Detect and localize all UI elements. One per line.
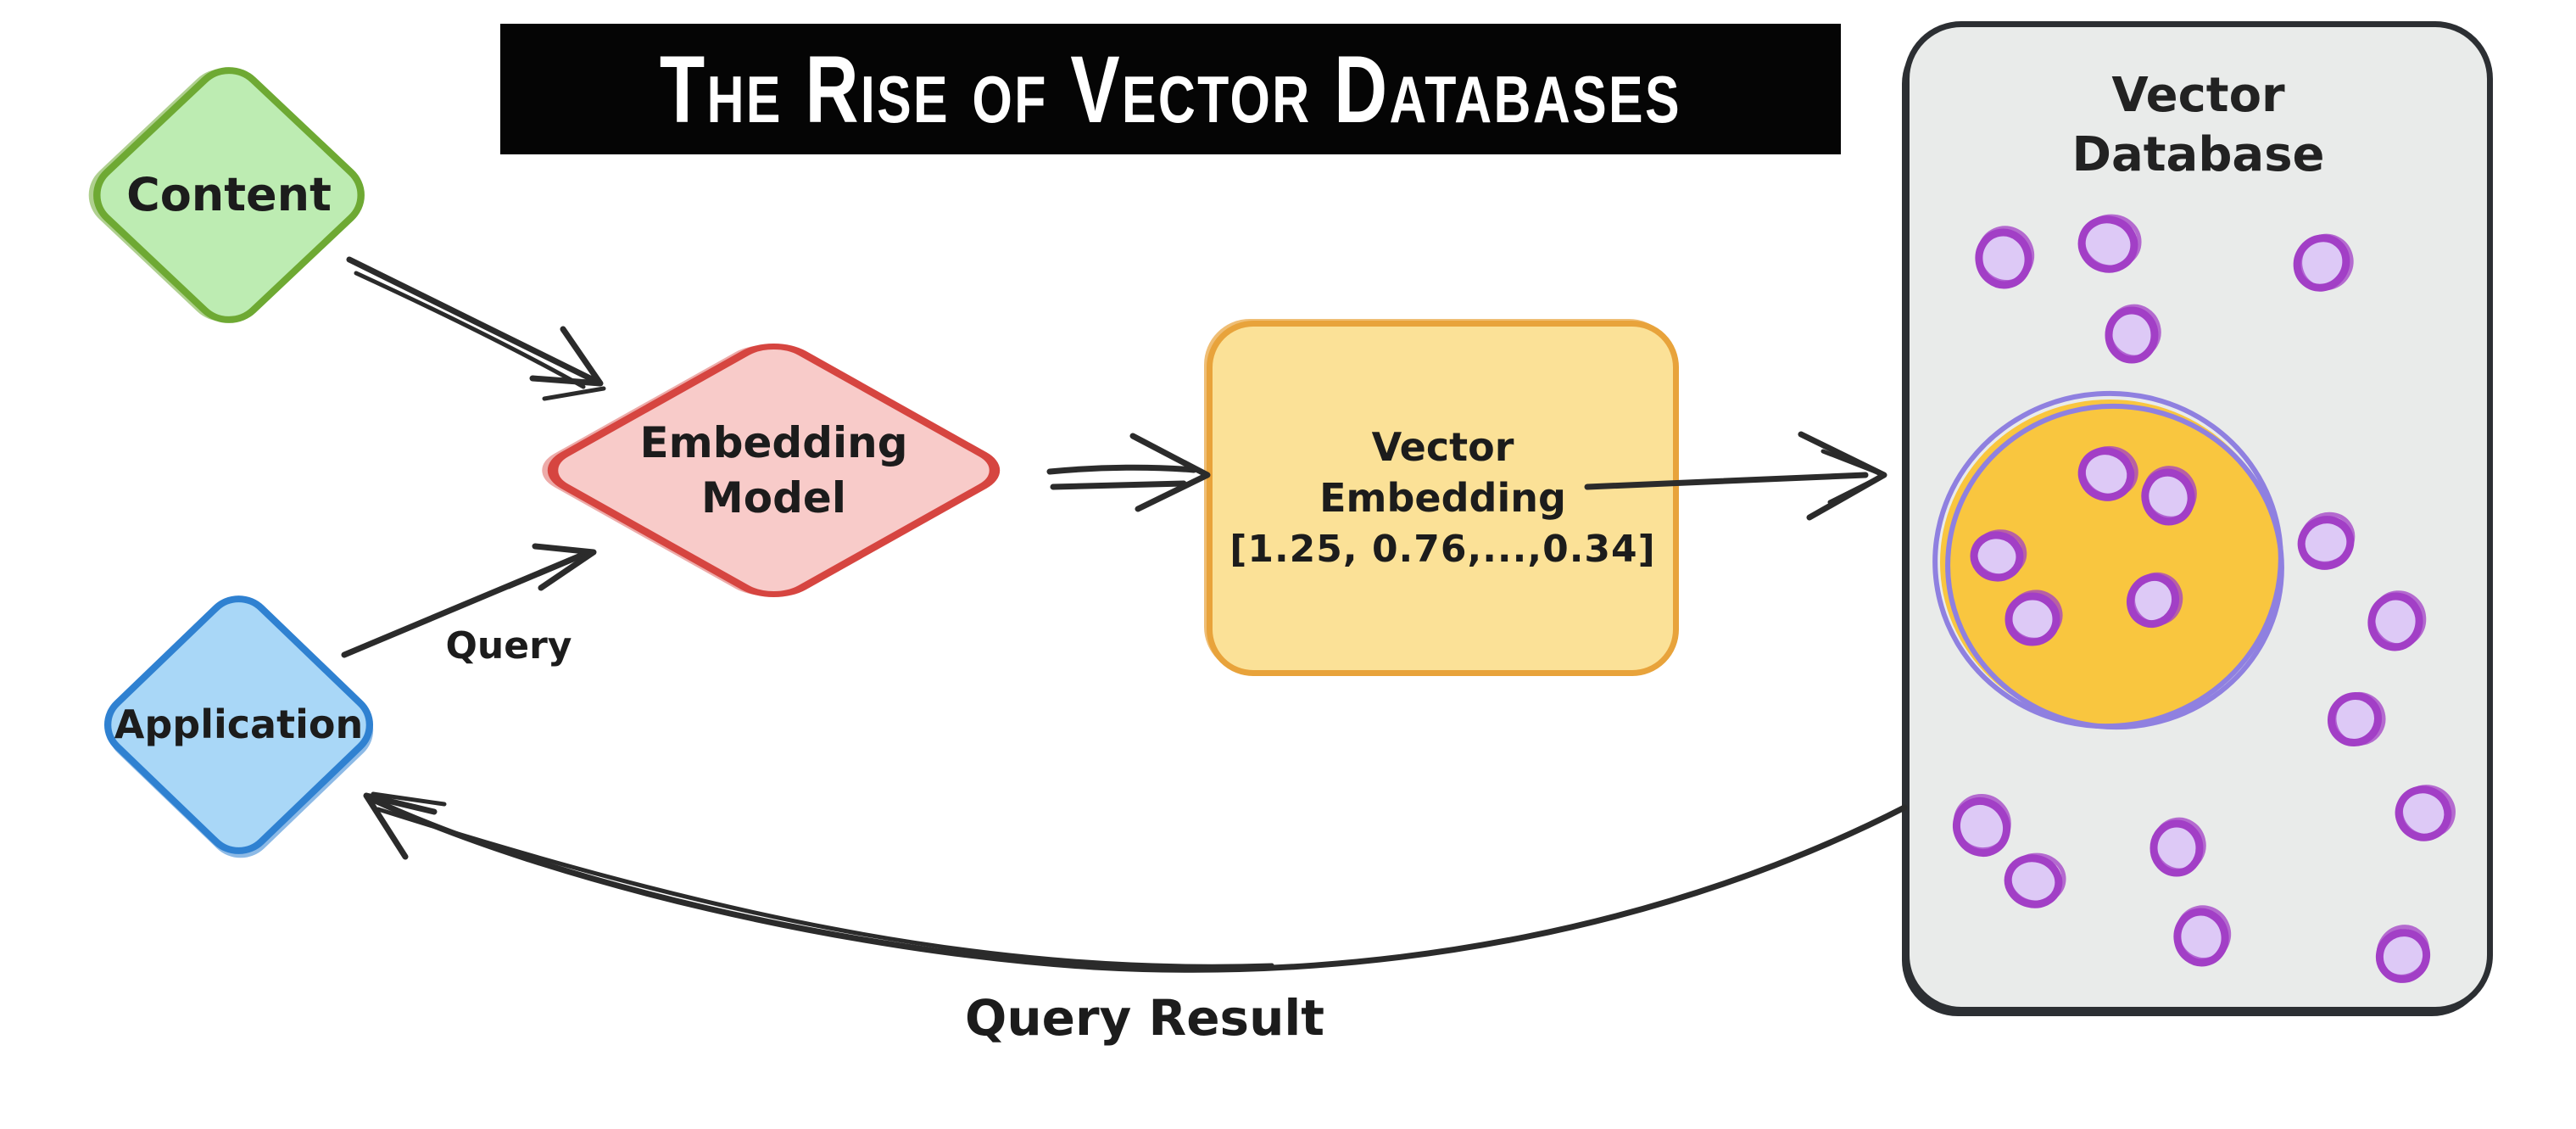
node-application: Application (89, 581, 388, 869)
vector-point-sketch (2300, 511, 2356, 566)
vector-embedding-values: [1.25, 0.76,...,0.34] (1229, 527, 1656, 571)
vector-database-label: Vector Database (1910, 66, 2487, 185)
vector-point-sketch (2152, 817, 2206, 873)
vector-point-sketch (1977, 226, 2035, 284)
embedding-model-label: Embedding Model (549, 373, 998, 567)
vector-point-sketch (2371, 590, 2427, 648)
embedding-model-label-line1: Embedding (639, 417, 908, 467)
arrowhead (1129, 433, 1211, 512)
vector-point-sketch (2007, 852, 2066, 905)
application-label: Application (114, 701, 364, 748)
arrow-content-to-embedding (346, 256, 606, 401)
vector-point-sketch (2399, 785, 2456, 839)
vector-point-sketch (2131, 572, 2183, 626)
content-label: Content (126, 167, 332, 221)
arrow-line-sketch (506, 557, 576, 590)
query-edge-label: Query (445, 624, 572, 668)
vector-point-sketch (1973, 529, 2027, 578)
arrow-database-to-application (363, 791, 1908, 973)
vector-point-sketch (2298, 233, 2354, 291)
vector-points (1952, 214, 2456, 983)
arrow-vector-embedding-to-database (1584, 431, 1887, 521)
title-banner: The Rise of Vector Databases (500, 24, 1841, 154)
vector-database-label-line2: Database (2071, 127, 2325, 182)
vector-point-sketch (2332, 691, 2386, 746)
vector-embedding-label-line1: Vector (1371, 423, 1514, 470)
vector-point-sketch (2143, 466, 2197, 521)
arrow-application-to-embedding (341, 543, 597, 658)
vector-embedding-label-line2: Embedding (1319, 474, 1566, 521)
vector-point-sketch (2081, 214, 2142, 270)
vector-point-sketch (2376, 925, 2430, 979)
vector-point-sketch (2107, 304, 2161, 360)
arrow-embedding-to-vector-embedding (1046, 433, 1211, 512)
node-embedding-model: Embedding Model (528, 333, 1019, 608)
arrow-curve-sketch (376, 807, 1274, 969)
vector-point-sketch (2175, 905, 2232, 962)
arrowhead-sketch (371, 791, 447, 807)
arrowhead (363, 792, 438, 860)
arrow-line (346, 256, 597, 383)
vector-point-sketch (2081, 445, 2138, 498)
arrowhead-sketch (1820, 449, 1887, 505)
page-title: The Rise of Vector Databases (660, 36, 1681, 143)
arrowhead (529, 326, 604, 387)
arrowhead-sketch (542, 386, 606, 401)
vector-point-sketch (1953, 794, 2011, 852)
arrow-line (1584, 472, 1869, 490)
node-content: Content (77, 52, 381, 338)
arrow-line-2 (1050, 480, 1187, 490)
embedding-model-label-line2: Model (701, 472, 846, 523)
arrow-line-sketch (354, 271, 586, 389)
arrowhead (532, 543, 597, 591)
vector-point-sketch (2007, 590, 2063, 642)
query-result-edge-label: Query Result (965, 989, 1324, 1047)
arrow-line (1046, 464, 1197, 475)
vector-database-label-line1: Vector (2111, 68, 2285, 123)
node-vector-embedding: Vector Embedding [1.25, 0.76,...,0.34] (1207, 321, 1679, 676)
cluster-sketch-ring-inner (1945, 403, 2284, 730)
arrow-curve (368, 796, 1908, 973)
